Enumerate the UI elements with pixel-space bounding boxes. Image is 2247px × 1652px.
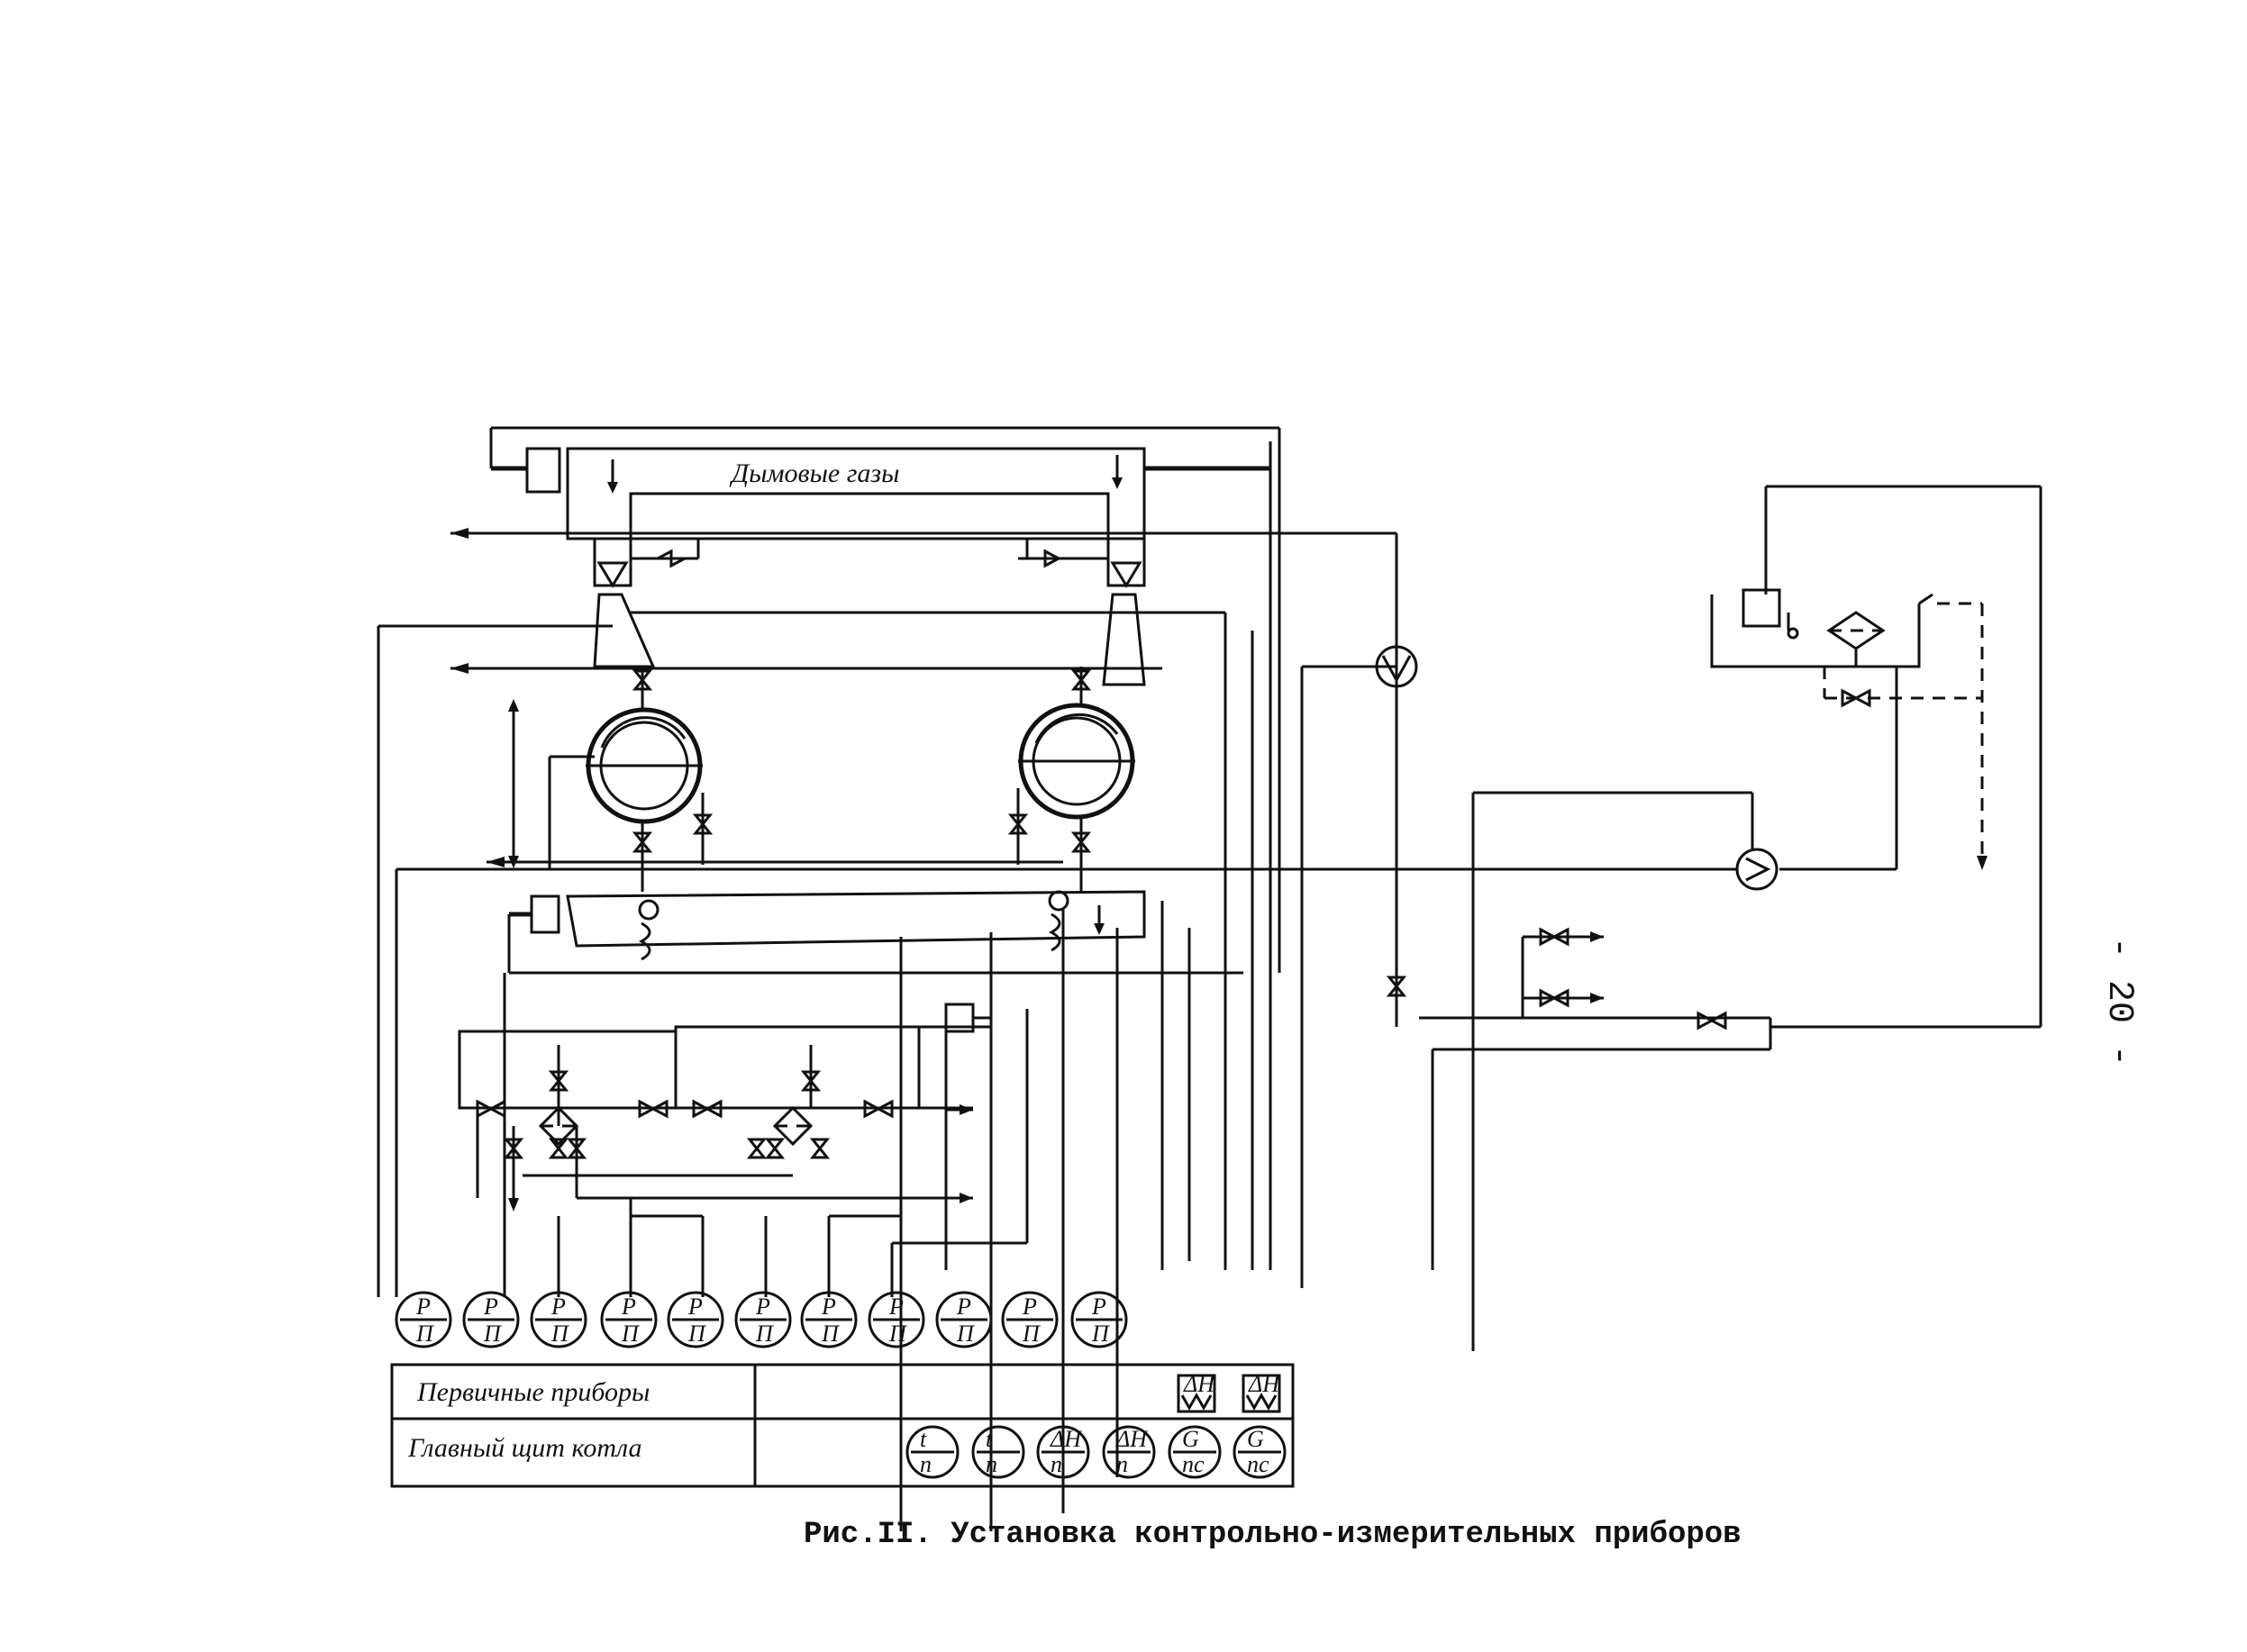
panel-gauge-bottom: п [1116, 1451, 1128, 1477]
gauge-bottom-label: П [1091, 1321, 1111, 1347]
dp-transmitter-label: ΔH [1248, 1371, 1280, 1397]
gauge-bottom-label: П [687, 1321, 707, 1347]
panel-gauge-4: ΔHп [1102, 1425, 1156, 1479]
gauge-top-label: P [687, 1293, 703, 1320]
panel-gauge-bottom: пс [1182, 1451, 1205, 1477]
main-lines [450, 528, 1398, 1027]
pressure-gauge-8: PП [868, 1291, 925, 1348]
gauge-top-label: P [415, 1293, 431, 1320]
dp-transmitter-label: ΔH [1183, 1371, 1215, 1397]
row-primary-devices: Первичные приборы [416, 1377, 650, 1407]
feed-pump-icon [1735, 848, 1778, 891]
pressure-gauge-3: PП [530, 1291, 587, 1348]
panel-gauge-bottom: пс [1247, 1451, 1269, 1477]
gauge-bottom-label: П [621, 1321, 641, 1347]
pressure-gauge-9: PП [935, 1291, 993, 1348]
feed-tank-group [1442, 485, 2042, 1270]
gauge-top-label: P [550, 1293, 566, 1320]
gauge-top-label: P [621, 1293, 636, 1320]
pressure-gauge-6: PП [734, 1291, 792, 1348]
page-number: - 20 - [2098, 937, 2139, 1067]
panel-gauge-top: ΔH [1050, 1426, 1082, 1452]
panel-gauge-top: G [1247, 1426, 1264, 1452]
panel-gauge-bottom: п [1051, 1451, 1062, 1477]
gauge-top-label: P [1091, 1293, 1106, 1320]
pressure-gauge-7: PП [800, 1291, 858, 1348]
gauge-top-label: P [821, 1293, 836, 1320]
gauge-top-label: P [956, 1293, 971, 1320]
gauge-bottom-label: П [888, 1321, 908, 1347]
lower-duct [507, 890, 1243, 975]
flue-gas-label: Дымовые газы [729, 458, 899, 488]
gauge-bottom-label: П [821, 1321, 841, 1347]
gauge-bottom-label: П [755, 1321, 775, 1347]
row-main-panel: Главный щит котла [407, 1433, 641, 1463]
pressure-gauge-2: PП [462, 1291, 520, 1348]
panel-gauge-top: G [1182, 1426, 1199, 1452]
dp-transmitter-1: ΔH [1177, 1371, 1216, 1413]
gauge-top-label: P [483, 1293, 498, 1320]
gauge-top-label: P [888, 1293, 904, 1320]
pressure-gauge-1: PП [395, 1291, 452, 1348]
gauge-bottom-label: П [1022, 1321, 1042, 1347]
right-heater [1007, 539, 1146, 892]
panel-gauge-bottom: п [920, 1451, 932, 1477]
panel-gauge-top: ΔH [1115, 1426, 1148, 1452]
panel-gauge-6: Gпс [1233, 1425, 1287, 1479]
pressure-gauge-11: PП [1070, 1291, 1128, 1348]
primary-device-boxes: ΔH ΔH [1177, 1371, 1281, 1413]
panel-gauge-2: tп [971, 1425, 1025, 1479]
panel-gauge-bottom: п [986, 1451, 997, 1477]
flue-gas-duct: Дымовые газы [489, 426, 1281, 973]
pressure-gauge-10: PП [1001, 1291, 1059, 1348]
gauge-top-label: P [755, 1293, 770, 1320]
gauge-top-label: P [1022, 1293, 1037, 1320]
circulation-pump-group [1375, 645, 1418, 1027]
panel-gauge-top: t [986, 1426, 993, 1452]
panel-gauge-top: t [920, 1426, 927, 1452]
impulse-lines [377, 441, 1442, 1531]
dp-transmitter-2: ΔH [1242, 1371, 1281, 1413]
left-heater [586, 539, 714, 892]
gauge-bottom-label: П [483, 1321, 503, 1347]
panel-gauge-5: Gпс [1168, 1425, 1222, 1479]
panel-gauge-1: tп [905, 1425, 960, 1479]
figure-caption: Рис.II. Установка контрольно-измерительн… [804, 1518, 1742, 1552]
gauge-bottom-label: П [415, 1321, 435, 1347]
gauge-bottom-label: П [956, 1321, 976, 1347]
pressure-gauge-5: PП [667, 1291, 724, 1348]
pressure-gauge-4: PП [600, 1291, 658, 1348]
panel-gauge-3: ΔHп [1036, 1425, 1090, 1479]
filter-block [458, 1003, 1029, 1297]
gauge-bottom-label: П [550, 1321, 570, 1347]
right-manifold [1419, 927, 2041, 1351]
